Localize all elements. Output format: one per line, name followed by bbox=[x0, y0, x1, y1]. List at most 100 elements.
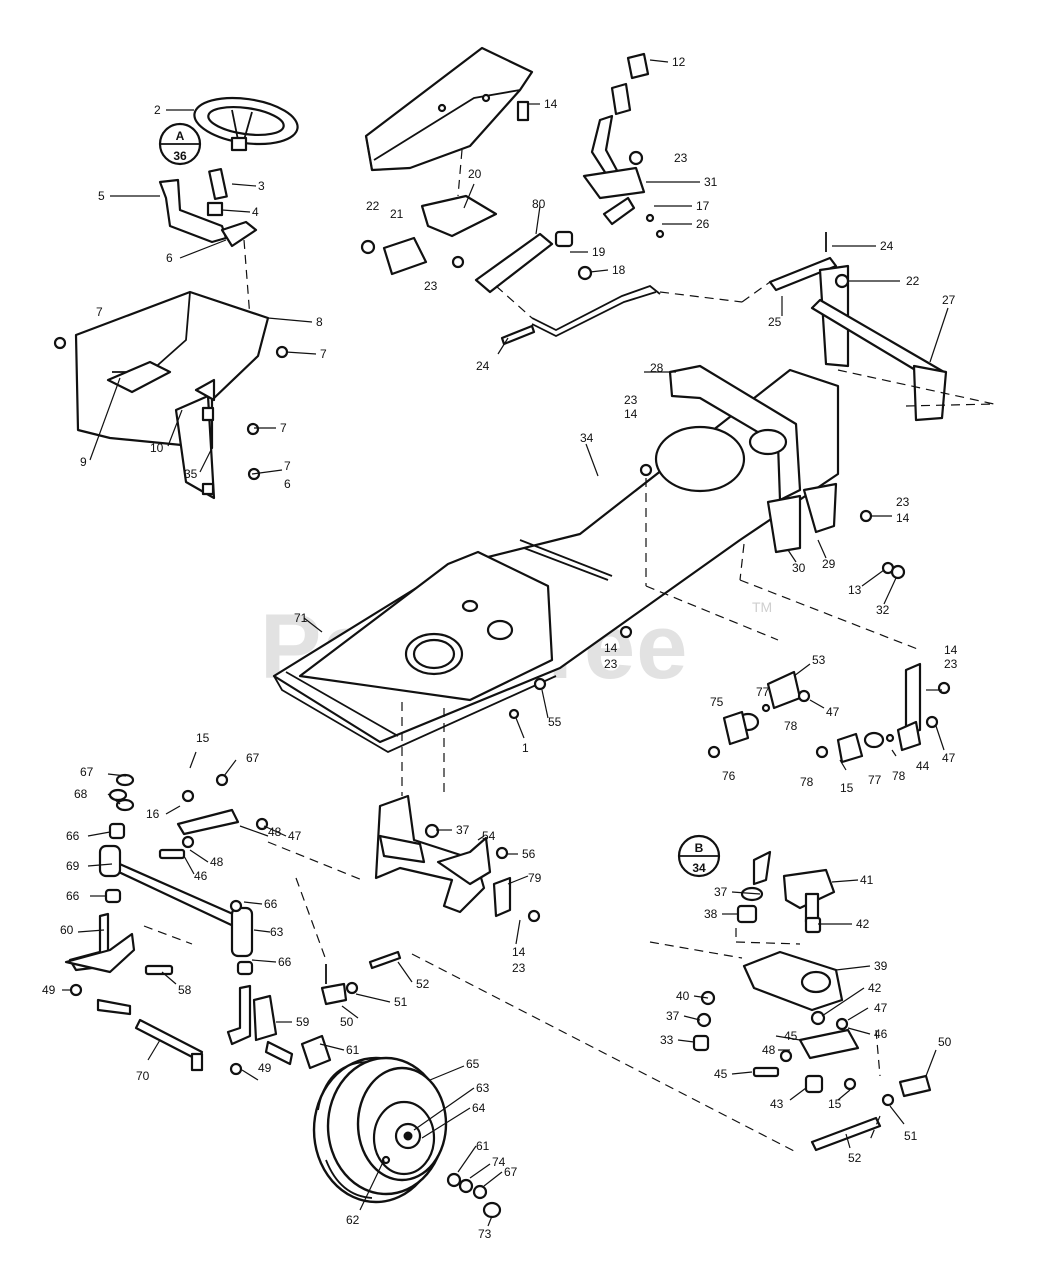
callout-label: 23 bbox=[424, 279, 438, 293]
callout-label: 6 bbox=[284, 477, 291, 491]
callout-label: 23 bbox=[624, 393, 638, 407]
callout-label: 7 bbox=[280, 421, 287, 435]
callout-label: 47 bbox=[942, 751, 956, 765]
axle-bracket bbox=[267, 702, 541, 923]
callout-label: 26 bbox=[696, 217, 710, 231]
callout-label: 66 bbox=[66, 829, 80, 843]
callout-label: 35 bbox=[184, 467, 198, 481]
callout-label: 63 bbox=[270, 925, 284, 939]
callout-label: 51 bbox=[394, 995, 408, 1009]
badge-a: A 36 bbox=[158, 122, 202, 166]
brake-rod bbox=[474, 230, 661, 346]
callout-label: 7 bbox=[284, 459, 291, 473]
callout-label: 67 bbox=[80, 765, 94, 779]
callout-label: 19 bbox=[592, 245, 606, 259]
callout-label: 71 bbox=[294, 611, 308, 625]
callout-label: 28 bbox=[650, 361, 664, 375]
brake-linkage bbox=[659, 232, 948, 422]
callout-label: 48 bbox=[210, 855, 224, 869]
callout-label: 23 bbox=[896, 495, 910, 509]
callout-label: 49 bbox=[42, 983, 56, 997]
callout-label: 78 bbox=[892, 769, 906, 783]
steering-wheel bbox=[193, 96, 299, 152]
callout-label: 61 bbox=[476, 1139, 490, 1153]
badge-b-letter: B bbox=[695, 841, 704, 855]
callout-label: 3 bbox=[258, 179, 265, 193]
callout-label: 75 bbox=[710, 695, 724, 709]
callout-label: 67 bbox=[246, 751, 260, 765]
callout-label: 76 bbox=[722, 769, 736, 783]
callout-label: 55 bbox=[548, 715, 562, 729]
callout-label: 47 bbox=[874, 1001, 888, 1015]
callout-label: 69 bbox=[66, 859, 80, 873]
callout-label: 9 bbox=[80, 455, 87, 469]
callout-label: 39 bbox=[874, 959, 888, 973]
callout-label: 53 bbox=[812, 653, 826, 667]
callout-label: 80 bbox=[532, 197, 546, 211]
callout-label: 17 bbox=[696, 199, 710, 213]
callout-label: 8 bbox=[316, 315, 323, 329]
callout-label: 45 bbox=[714, 1067, 728, 1081]
callout-label: 40 bbox=[676, 989, 690, 1003]
callout-label: 78 bbox=[784, 719, 798, 733]
callout-label: 14 bbox=[896, 511, 910, 525]
callout-label: 13 bbox=[848, 583, 862, 597]
tie-rod bbox=[295, 877, 797, 1153]
callout-label: 14 bbox=[512, 945, 526, 959]
callout-label: 73 bbox=[478, 1227, 492, 1241]
callout-label: 37 bbox=[714, 885, 728, 899]
callout-label: 77 bbox=[868, 773, 882, 787]
watermark-tm: TM bbox=[752, 599, 772, 615]
callout-label: 21 bbox=[390, 207, 404, 221]
callout-label: 78 bbox=[800, 775, 814, 789]
callout-label: 61 bbox=[346, 1043, 360, 1057]
callout-label: 22 bbox=[906, 274, 920, 288]
spindles bbox=[64, 912, 294, 1076]
callout-label: 44 bbox=[916, 759, 930, 773]
callout-label: 27 bbox=[942, 293, 956, 307]
callout-label: 54 bbox=[482, 829, 496, 843]
callout-label: 77 bbox=[756, 685, 770, 699]
callout-label: 48 bbox=[762, 1043, 776, 1057]
callout-label: 23 bbox=[512, 961, 526, 975]
callout-label: 48 bbox=[268, 825, 282, 839]
callout-label: 79 bbox=[528, 871, 542, 885]
callout-label: 18 bbox=[612, 263, 626, 277]
callout-label: 67 bbox=[504, 1165, 518, 1179]
callout-label: 56 bbox=[522, 847, 536, 861]
callout-label: 59 bbox=[296, 1015, 310, 1029]
callout-label: 47 bbox=[288, 829, 302, 843]
leader-lines bbox=[62, 59, 949, 1227]
callout-label: 2 bbox=[154, 103, 161, 117]
callout-label: 37 bbox=[456, 823, 470, 837]
callout-label: 42 bbox=[868, 981, 882, 995]
callout-label: 58 bbox=[178, 983, 192, 997]
callout-label: 31 bbox=[704, 175, 718, 189]
callout-label: 22 bbox=[366, 199, 380, 213]
callout-label: 46 bbox=[194, 869, 208, 883]
callout-label: 14 bbox=[944, 643, 958, 657]
callout-label: 14 bbox=[624, 407, 638, 421]
callout-label: 7 bbox=[320, 347, 327, 361]
badge-b: B 34 bbox=[677, 834, 721, 878]
callout-label: 14 bbox=[544, 97, 558, 111]
callout-label: 49 bbox=[258, 1061, 272, 1075]
callout-label: 23 bbox=[604, 657, 618, 671]
callout-label: 12 bbox=[672, 55, 686, 69]
callout-label: 47 bbox=[826, 705, 840, 719]
callout-label: 63 bbox=[476, 1081, 490, 1095]
callout-label: 23 bbox=[944, 657, 958, 671]
dash-panel bbox=[53, 290, 289, 500]
callout-label: 52 bbox=[848, 1151, 862, 1165]
front-wheel bbox=[300, 1034, 502, 1219]
badge-a-letter: A bbox=[176, 129, 185, 143]
callout-label: 4 bbox=[252, 205, 259, 219]
callout-label: 20 bbox=[468, 167, 482, 181]
callout-label: 43 bbox=[770, 1097, 784, 1111]
callout-label: 30 bbox=[792, 561, 806, 575]
callout-label: 45 bbox=[784, 1029, 798, 1043]
pedal-hardware bbox=[707, 662, 951, 764]
callout-label: 38 bbox=[704, 907, 718, 921]
callout-label: 65 bbox=[466, 1057, 480, 1071]
callout-label: 60 bbox=[60, 923, 74, 937]
